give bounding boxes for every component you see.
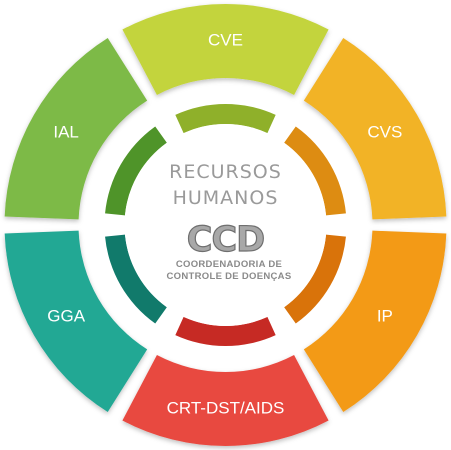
segment-label-cvs: CVS bbox=[367, 122, 402, 141]
center-disc bbox=[124, 124, 327, 326]
segment-label-gga: GGA bbox=[47, 306, 85, 325]
segment-label-cve: CVE bbox=[208, 30, 243, 49]
center-title-line2: HUMANOS bbox=[173, 187, 279, 209]
segment-ial bbox=[4, 37, 148, 220]
segment-cve bbox=[122, 3, 329, 95]
logo-letters: CCD bbox=[187, 220, 264, 260]
logo-subtitle-line2: CONTROLE DE DOENÇAS bbox=[167, 271, 292, 282]
inner-segment-cve bbox=[175, 104, 276, 134]
inner-segment-cvs bbox=[284, 126, 346, 216]
segment-crt-dst-aids bbox=[122, 355, 329, 446]
outer-ring bbox=[4, 3, 447, 446]
segment-label-ial: IAL bbox=[53, 122, 79, 141]
segment-ip bbox=[303, 230, 447, 413]
logo-subtitle-line1: COORDENADORIA DE bbox=[176, 259, 282, 270]
inner-ring bbox=[105, 104, 346, 346]
inner-segment-crt-dst-aids bbox=[175, 316, 276, 346]
inner-segment-gga bbox=[105, 234, 167, 324]
segment-gga bbox=[4, 230, 148, 413]
inner-segment-ial bbox=[105, 126, 167, 216]
center-hub: RECURSOS HUMANOS CCD COORDENADORIA DE CO… bbox=[124, 124, 327, 326]
ccd-logo: CCD COORDENADORIA DE CONTROLE DE DOENÇAS bbox=[167, 219, 292, 282]
segment-cvs bbox=[303, 37, 447, 220]
segment-label-crt-dst-aids: CRT-DST/AIDS bbox=[167, 398, 285, 417]
segment-label-ip: IP bbox=[377, 306, 393, 325]
segment-labels: CVE CVS IP CRT-DST/AIDS GGA IAL bbox=[47, 30, 402, 417]
center-title-line1: RECURSOS bbox=[169, 161, 282, 183]
inner-segment-ip bbox=[284, 234, 346, 324]
